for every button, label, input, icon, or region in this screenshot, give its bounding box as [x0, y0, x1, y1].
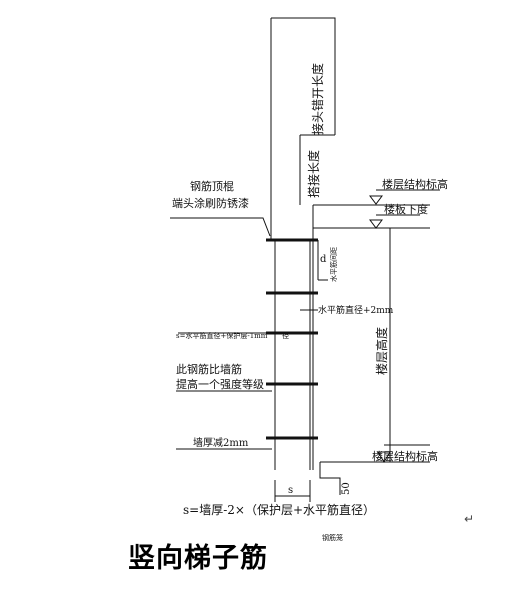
elev-marker-top	[369, 195, 383, 229]
elev-marker-bottom	[377, 451, 391, 463]
horizontal-bar-dim-label: 水平筋直径+2mm	[318, 304, 394, 316]
wall-thickness-label: 墙厚减2mm	[193, 436, 249, 449]
d-note: 水平筋间距	[329, 247, 338, 282]
lap-length-label: 搭接长度	[306, 150, 321, 198]
floor-height-label: 楼层高度	[374, 327, 389, 375]
small-mark: 径	[282, 331, 289, 340]
slab-bottom-label: 楼板下度	[384, 202, 428, 216]
stronger-bar-note-2: 提高一个强度等级	[176, 377, 264, 391]
bottom-floor-line	[319, 461, 430, 495]
floor-elev-bottom-label: 楼层结构标高	[372, 449, 438, 463]
caption-title: 竖向梯子筋	[128, 543, 268, 574]
s-formula: s=墙厚-2×（保护层+水平筋直径）	[183, 502, 375, 517]
d-dim	[317, 240, 328, 281]
return-mark: ↵	[464, 512, 475, 526]
d-mark: d	[320, 254, 327, 265]
stronger-bar-note-1: 此钢筋比墙筋	[176, 362, 242, 376]
wall-upper-outline	[270, 17, 336, 470]
slab-outline	[313, 204, 430, 229]
top-bar-note-2: 端头涂刷防锈漆	[172, 196, 249, 210]
top-bar-note-1: 钢筋顶棍	[190, 179, 234, 193]
bottom-cut-text: 钢筋笼	[322, 533, 343, 542]
s-formula-small: s=水平筋直径+保护层-1mm	[176, 331, 268, 340]
floor-elev-top-label: 楼层结构标高	[382, 177, 448, 191]
dim-50-label: 50	[341, 482, 352, 495]
leader-lines	[170, 217, 318, 450]
s-mark: s	[288, 485, 293, 496]
elev-leader-top	[376, 189, 440, 216]
s-dim	[274, 480, 311, 502]
splice-length-label: 接头错开长度	[310, 63, 325, 135]
